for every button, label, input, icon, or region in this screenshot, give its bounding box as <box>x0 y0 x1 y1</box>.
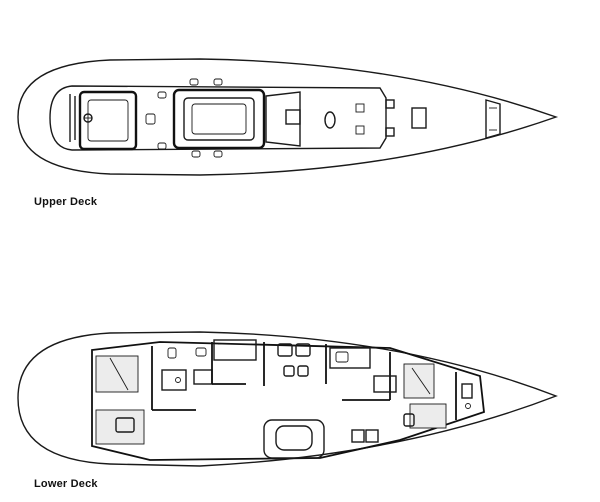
aft-cockpit <box>78 90 138 151</box>
winch <box>189 78 199 86</box>
aft-cabin-detail <box>109 357 129 391</box>
saloon-seat <box>297 365 309 377</box>
winch <box>145 113 156 125</box>
aft-cabin-berth <box>95 355 139 393</box>
aft-heads <box>161 369 187 391</box>
saloon-seat <box>283 365 295 377</box>
winch <box>157 142 167 150</box>
toilet <box>175 377 181 383</box>
sink <box>167 347 177 359</box>
aft-cockpit-seat <box>87 99 129 142</box>
winch <box>191 150 201 158</box>
forepeak-hatch <box>485 99 501 139</box>
coachroof <box>265 91 301 147</box>
galley-stove <box>365 429 379 443</box>
aft-cabin-berth <box>95 409 145 445</box>
deck-hatch <box>385 127 395 137</box>
saloon-seat <box>295 343 311 357</box>
lower-hull-outline <box>17 331 558 467</box>
forward-cabin-detail <box>411 367 431 395</box>
mast-step <box>324 111 336 129</box>
main-cockpit-inner <box>191 103 247 135</box>
quarter-cabin <box>193 369 213 385</box>
quarter-berth <box>213 339 257 361</box>
saloon-table <box>275 425 313 451</box>
forepeak-locker <box>461 383 473 399</box>
galley-counter <box>329 347 371 369</box>
upper-deckhouse-outline <box>49 85 387 151</box>
forepeak-fitting <box>465 403 471 409</box>
forward-cabin-berth <box>409 403 447 429</box>
galley-stove <box>351 429 365 443</box>
saloon-seat <box>277 343 293 357</box>
deck-hatch <box>285 109 301 125</box>
saloon-sofa <box>263 419 325 459</box>
forward-heads <box>373 375 397 393</box>
forward-cabin-seat <box>403 413 415 427</box>
deck-hatch <box>355 125 365 135</box>
upper-deck-plan <box>17 58 559 176</box>
aft-cabin-seat <box>115 417 135 433</box>
main-cockpit <box>172 88 266 150</box>
deck-hatch <box>355 103 365 113</box>
deck-hatch <box>385 99 395 109</box>
galley-sink <box>335 351 349 363</box>
winch <box>213 150 223 158</box>
sink <box>195 347 207 357</box>
main-cockpit-table <box>183 97 255 141</box>
upper-deck-label: Upper Deck <box>34 196 98 208</box>
winch <box>157 91 167 99</box>
lower-deck-label: Lower Deck <box>34 478 98 490</box>
interior-outline <box>91 341 485 461</box>
upper-hull-outline <box>17 58 559 176</box>
winch <box>213 78 223 86</box>
lower-deck-plan <box>17 331 558 467</box>
deck-hatch <box>411 107 427 129</box>
